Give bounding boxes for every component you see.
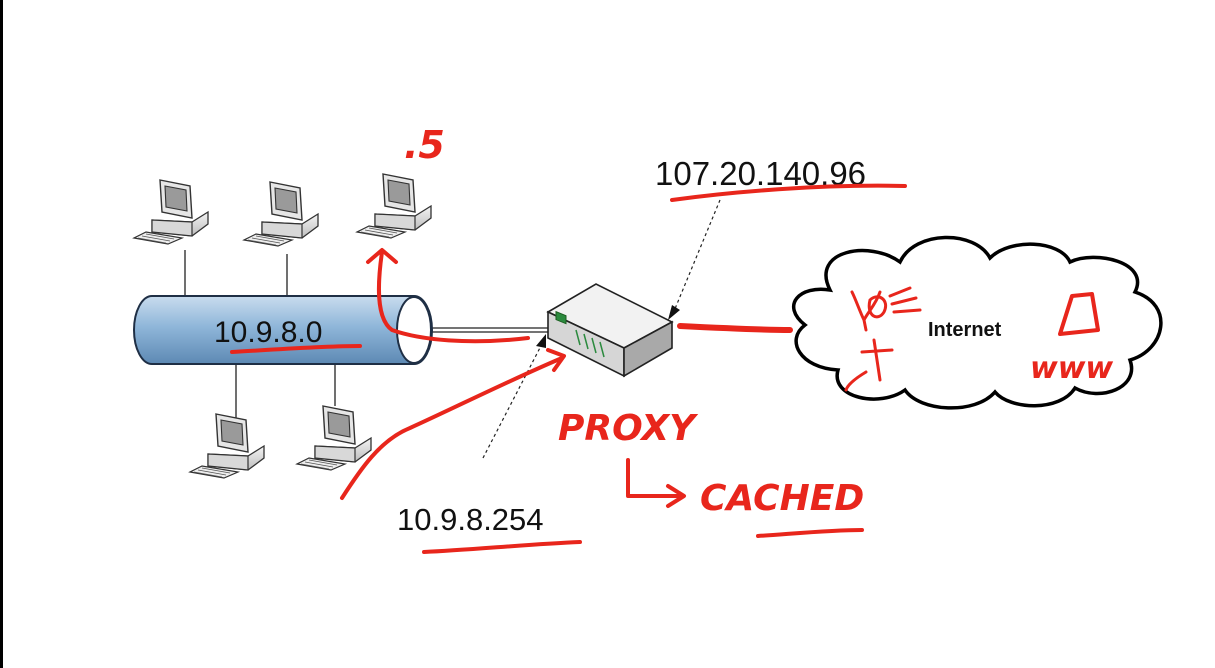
arrow-heads — [536, 305, 680, 348]
host-suffix-annotation: .5 — [404, 123, 445, 167]
ink-annotations — [230, 183, 1100, 554]
cached-annotation: CACHED — [700, 478, 864, 519]
computer-icon — [243, 181, 319, 247]
lan-connections — [184, 250, 550, 418]
www-annotation: www — [1030, 351, 1113, 386]
proxy-annotation: PROXY — [558, 408, 699, 449]
lan-label: 10.9.8.0 — [214, 316, 322, 349]
internet-cloud-icon — [791, 235, 1163, 410]
computer-icon — [356, 173, 432, 239]
gateway-ip-label: 10.9.8.254 — [397, 502, 544, 537]
left-border — [0, 0, 3, 668]
computer-icon — [296, 405, 372, 471]
router-icon — [546, 283, 674, 378]
computer-icon — [189, 413, 265, 479]
computer-icon — [133, 179, 209, 245]
callout-lines — [482, 199, 721, 459]
internet-label: Internet — [928, 319, 1002, 341]
